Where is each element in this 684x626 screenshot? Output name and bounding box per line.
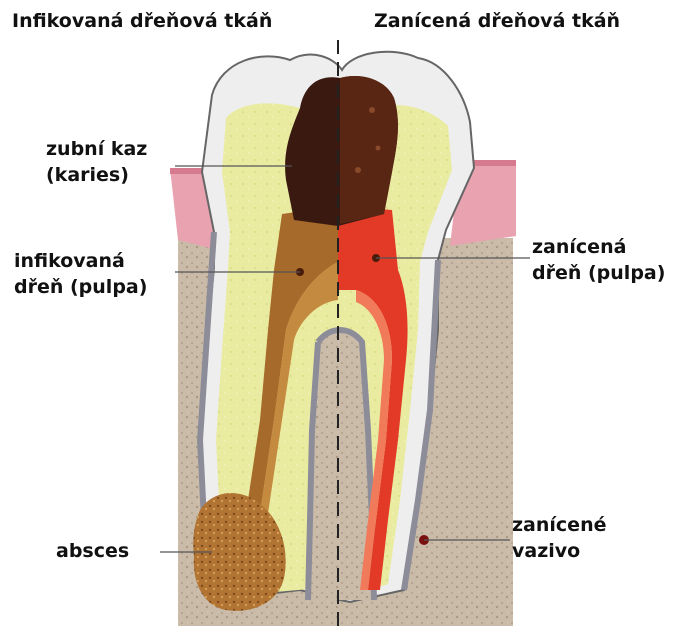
label-inflamed-tissue: zanícené vazivo — [512, 512, 606, 564]
label-inflamed-tissue-line1: zanícené — [512, 512, 606, 538]
label-caries: zubní kaz (karies) — [46, 136, 147, 188]
label-abscess: absces — [56, 538, 129, 564]
label-inflamed-pulp-line2: dřeň (pulpa) — [532, 260, 665, 286]
label-caries-line1: zubní kaz — [46, 136, 147, 162]
label-abscess-line1: absces — [56, 538, 129, 564]
label-infected-pulp-line1: infikovaná — [14, 248, 147, 274]
label-caries-line2: (karies) — [46, 162, 147, 188]
header-infected-pulp-tissue: Infikovaná dřeňová tkáň — [12, 8, 272, 34]
label-infected-pulp-line2: dřeň (pulpa) — [14, 274, 147, 300]
label-inflamed-tissue-line2: vazivo — [512, 538, 606, 564]
label-inflamed-pulp-line1: zanícená — [532, 234, 665, 260]
label-infected-pulp: infikovaná dřeň (pulpa) — [14, 248, 147, 300]
header-inflamed-pulp-tissue: Zanícená dřeňová tkáň — [374, 8, 620, 34]
label-inflamed-pulp: zanícená dřeň (pulpa) — [532, 234, 665, 286]
